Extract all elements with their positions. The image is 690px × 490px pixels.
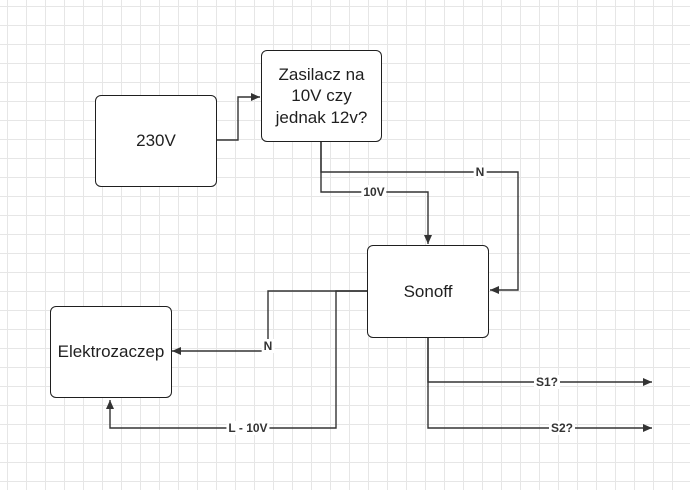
node-sonoff[interactable]: Sonoff (367, 245, 489, 338)
edge-label-s1: S1? (533, 375, 561, 389)
node-elektrozaczep[interactable]: Elektrozaczep (50, 306, 172, 398)
edge-sonoff-s2 (427, 338, 652, 432)
edge-sonoff-to-lock-n (172, 290, 367, 355)
node-power-supply[interactable]: Zasilacz na 10V czy jednak 12v? (261, 50, 382, 142)
node-230v[interactable]: 230V (95, 95, 217, 187)
edge-source-to-psu (217, 93, 260, 141)
edge-label-l-10v: L - 10V (226, 421, 270, 435)
edge-label-10v: 10V (361, 185, 387, 199)
edge-label-n-top: N (473, 165, 487, 179)
node-230v-label: 230V (136, 131, 176, 151)
node-elektrozaczep-label: Elektrozaczep (57, 342, 165, 362)
edge-label-s2: S2? (548, 421, 576, 435)
edge-sonoff-to-lock-l (106, 290, 367, 429)
node-power-supply-label: Zasilacz na 10V czy jednak 12v? (275, 65, 368, 127)
node-sonoff-label: Sonoff (403, 281, 453, 301)
edge-psu-to-sonoff-n (320, 142, 519, 294)
edge-label-n-lock: N (261, 339, 275, 353)
